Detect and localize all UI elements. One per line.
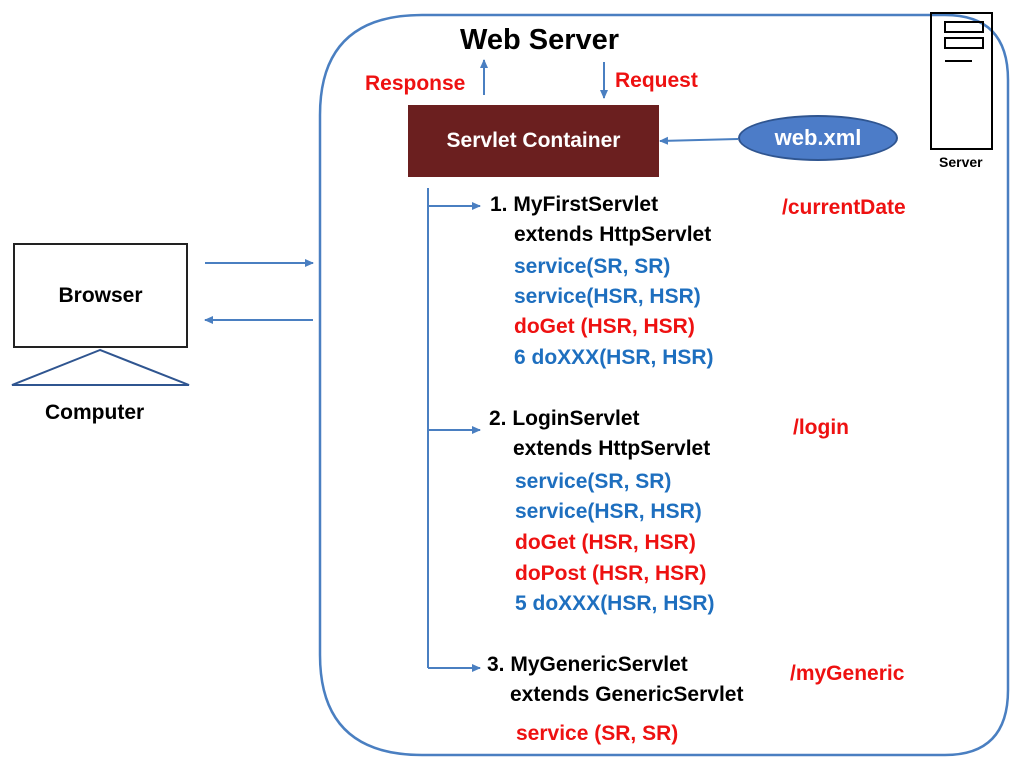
servlet-2-name: 2. LoginServlet bbox=[489, 407, 640, 430]
server-icon bbox=[930, 12, 993, 150]
servlet-1-method: doGet (HSR, HSR) bbox=[514, 315, 695, 338]
request-label: Request bbox=[615, 69, 698, 92]
response-label: Response bbox=[365, 72, 466, 95]
servlet-2-method: doGet (HSR, HSR) bbox=[515, 531, 696, 554]
browser-box: Browser bbox=[13, 243, 188, 348]
servlet-1-extends: extends HttpServlet bbox=[514, 223, 712, 246]
servlet-2-method: service(SR, SR) bbox=[515, 470, 672, 493]
servlet-1-url: /currentDate bbox=[782, 196, 906, 219]
servlet-2-method: doPost (HSR, HSR) bbox=[515, 562, 707, 585]
web-xml-label: web.xml bbox=[774, 125, 862, 150]
servlet-1-name: 1. MyFirstServlet bbox=[490, 193, 659, 216]
servlet-container-label: Servlet Container bbox=[446, 129, 621, 152]
servlet-1-method: service(SR, SR) bbox=[514, 255, 671, 278]
servlet-2-extends: extends HttpServlet bbox=[513, 437, 711, 460]
server-drive-bar-1 bbox=[944, 21, 984, 33]
server-label: Server bbox=[939, 154, 983, 170]
servlet-3-method: service (SR, SR) bbox=[516, 722, 679, 745]
web-server-boundary bbox=[318, 13, 1010, 757]
web-xml-config: web.xml bbox=[738, 115, 898, 161]
servlet-2-method: service(HSR, HSR) bbox=[515, 500, 702, 523]
servlet-1-method: service(HSR, HSR) bbox=[514, 285, 701, 308]
config-arrow bbox=[659, 136, 739, 145]
browser-label: Browser bbox=[58, 283, 143, 307]
servlet-2-url: /login bbox=[793, 416, 849, 439]
servlet-3-url: /myGeneric bbox=[790, 662, 905, 685]
computer-stand bbox=[11, 348, 190, 386]
servlet-3-extends: extends GenericServlet bbox=[510, 683, 744, 706]
web-server-title: Web Server bbox=[460, 24, 620, 56]
servlet-2-method: 5 doXXX(HSR, HSR) bbox=[515, 592, 715, 615]
computer-label: Computer bbox=[45, 401, 145, 424]
servlet-container: Servlet Container bbox=[408, 105, 659, 177]
servlet-1-method: 6 doXXX(HSR, HSR) bbox=[514, 346, 714, 369]
servlet-3-name: 3. MyGenericServlet bbox=[487, 653, 688, 676]
server-drive-bar-2 bbox=[944, 37, 984, 49]
